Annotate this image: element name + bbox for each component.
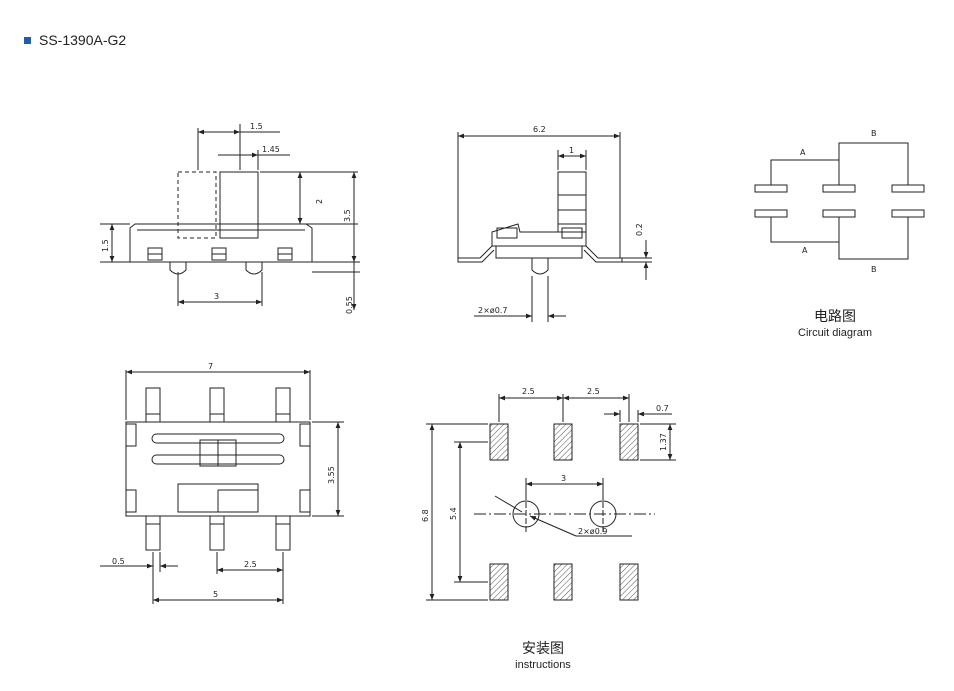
title-row: SS-1390A-G2 (24, 32, 126, 48)
dim-text: 3 (214, 292, 219, 301)
footprint-caption-en: instructions (515, 659, 571, 671)
wire-a-top (770, 159, 840, 185)
circuit-label-a-bottom: A (802, 246, 808, 255)
pad-bottom-2 (553, 563, 573, 601)
front-lead-left (457, 245, 495, 263)
dim-text: 5.4 (449, 507, 458, 520)
dim-text: 6.8 (421, 509, 430, 522)
footprint (426, 394, 676, 601)
contact-bottom-2 (822, 209, 856, 218)
page-title: SS-1390A-G2 (39, 32, 127, 48)
pad-bottom-3 (619, 563, 639, 601)
dim-text: 3.55 (327, 466, 336, 484)
circuit-diagram (754, 142, 925, 260)
bottom-pin-3 (275, 515, 291, 551)
footprint-dims: 2.5 2.5 0.7 1.37 3 6.8 5.4 2×ø0.9 (421, 387, 669, 536)
dim-text: 0.7 (656, 404, 669, 413)
footprint-caption-zh: 安装图 (522, 641, 564, 657)
contact-bottom-1 (754, 209, 788, 218)
wire-b-bottom (838, 217, 909, 260)
top-view (100, 369, 344, 604)
dim-text: 0.2 (635, 223, 644, 236)
bottom-pin-1 (145, 515, 161, 551)
circuit-caption-zh: 电路图 (814, 309, 856, 325)
circuit-caption: 电路图 Circuit diagram (780, 306, 890, 339)
dim-text: 0.5 (112, 557, 125, 566)
dim-text: 1.5 (250, 122, 263, 131)
dim-text: 3 (561, 474, 566, 483)
wire-a-bottom (770, 217, 840, 243)
front-lead-right (583, 245, 623, 263)
top-view-dims: 7 3.55 0.5 2.5 5 (112, 362, 336, 599)
contact-top-2 (822, 184, 856, 193)
actuator (219, 171, 259, 239)
top-pin-3 (275, 387, 291, 423)
dim-text: 2.5 (522, 387, 535, 396)
title-bullet-icon (24, 36, 31, 44)
pad-bottom-1 (489, 563, 509, 601)
post-right (245, 262, 263, 275)
side-view (100, 124, 360, 310)
circuit-label-b-top: B (871, 129, 877, 138)
dim-text: 2 (315, 199, 324, 204)
dim-text: 2×ø0.7 (478, 306, 507, 315)
top-pin-2 (209, 387, 225, 423)
wire-b-top (838, 142, 909, 185)
front-view-dims: 6.2 1 0.2 2×ø0.7 (478, 125, 644, 315)
actuator-alt-position (177, 171, 217, 239)
front-view (457, 132, 652, 322)
circuit-labels: A B A B (800, 129, 877, 274)
contact-bottom-3 (891, 209, 925, 218)
contact-top-1 (754, 184, 788, 193)
dim-text: 1 (569, 146, 574, 155)
front-actuator (557, 171, 587, 233)
side-view-dims: 1.5 1.45 2 3.5 1.5 3 0.55 (101, 122, 354, 314)
dim-text: 1.45 (262, 145, 280, 154)
dim-text: 6.2 (533, 125, 546, 134)
dim-text: 2.5 (587, 387, 600, 396)
dim-text: 7 (208, 362, 213, 371)
top-body (125, 421, 311, 517)
front-post (531, 258, 549, 275)
dim-text: 1.5 (101, 239, 110, 252)
contact-top-3 (891, 184, 925, 193)
top-pin-1 (145, 387, 161, 423)
dim-text: 2.5 (244, 560, 257, 569)
circuit-caption-en: Circuit diagram (798, 327, 872, 339)
circuit-label-a-top: A (800, 148, 806, 157)
dim-text: 2×ø0.9 (578, 527, 607, 536)
pad-top-3 (619, 423, 639, 461)
dim-text: 1.37 (659, 433, 668, 451)
pad-top-1 (489, 423, 509, 461)
dim-text: 5 (213, 590, 218, 599)
dim-text: 0.55 (345, 296, 354, 314)
bottom-pin-2 (209, 515, 225, 551)
dim-text: 3.5 (343, 209, 352, 222)
front-body (491, 223, 587, 247)
circuit-label-b-bottom: B (871, 265, 877, 274)
footprint-caption: 安装图 instructions (488, 638, 598, 671)
pad-top-2 (553, 423, 573, 461)
